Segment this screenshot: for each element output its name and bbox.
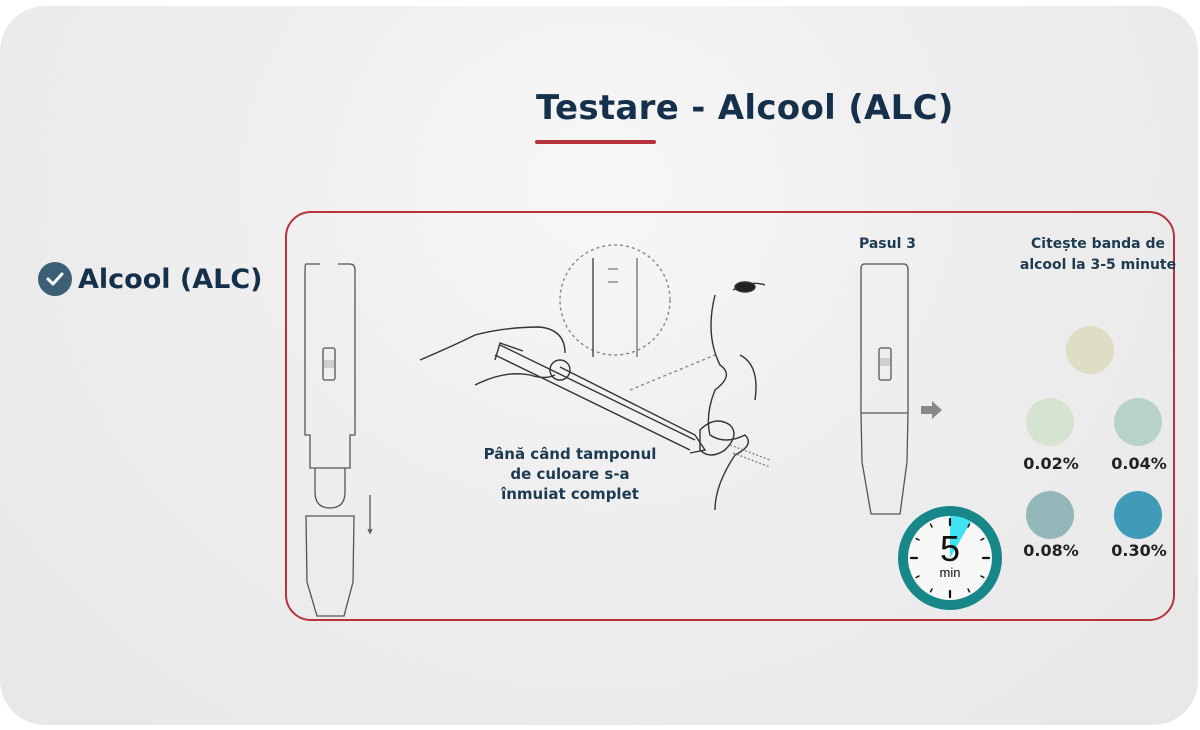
swab-instruction-caption: Până când tamponul de culoare s-a înmuia… (483, 445, 657, 503)
test-device-closed-illustration (860, 263, 909, 515)
section-label: Alcool (ALC) (38, 262, 263, 296)
timer-value: 5 (939, 528, 961, 569)
section-label-text: Alcool (ALC) (78, 263, 263, 295)
reference-swatch (1066, 326, 1114, 374)
page-title: Testare - Alcool (ALC) (536, 88, 954, 128)
scale-swatch-0.04 (1114, 398, 1162, 446)
saliva-swab-illustration (419, 244, 771, 511)
timer-icon (898, 506, 1002, 610)
content-card (0, 6, 1198, 725)
instruction-panel (285, 211, 1175, 621)
scale-label-0.02: 0.02% (1023, 454, 1079, 473)
scale-label-0.04: 0.04% (1111, 454, 1167, 473)
test-device-open-illustration (304, 263, 373, 617)
check-circle-icon (38, 262, 72, 296)
scale-swatch-0.30 (1114, 491, 1162, 539)
scale-swatch-0.02 (1026, 398, 1074, 446)
read-instruction-caption: Citește banda de alcool la 3-5 minute (1019, 236, 1177, 273)
step-label: Pasul 3 (858, 236, 917, 252)
timer-unit: min (939, 565, 961, 580)
arrow-right-icon (921, 401, 942, 419)
scale-swatch-0.08 (1026, 491, 1074, 539)
scale-label-0.08: 0.08% (1023, 541, 1079, 560)
scale-label-0.30: 0.30% (1111, 541, 1167, 560)
title-underline (535, 140, 656, 144)
